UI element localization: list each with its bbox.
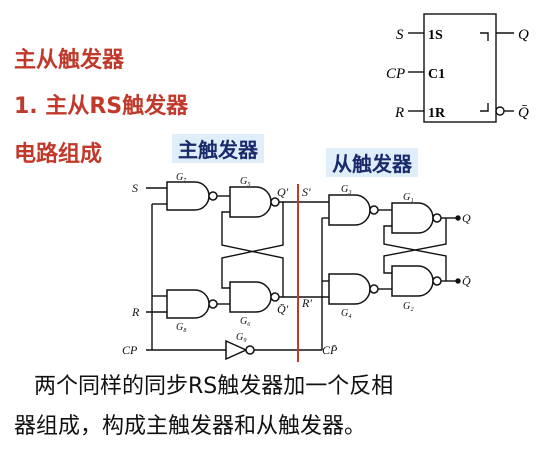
symbol-body bbox=[423, 13, 497, 123]
r-prime-label: R′ bbox=[301, 296, 312, 310]
output-qbar-label: Q̄ bbox=[462, 274, 471, 288]
gate-g8-label: G₈ bbox=[176, 322, 187, 333]
description-line-1: 两个同样的同步RS触发器加一个反相 bbox=[34, 374, 394, 399]
gate-g4-label: G₄ bbox=[341, 308, 352, 319]
gate-g5 bbox=[229, 186, 272, 218]
q-prime-label: Q′ bbox=[277, 185, 289, 199]
page-title: 主从触发器 bbox=[14, 48, 125, 73]
symbol-pin-s: S bbox=[396, 27, 404, 43]
gate-g4 bbox=[328, 273, 371, 305]
gate-g2-label: G₂ bbox=[403, 301, 414, 312]
input-r-label: R bbox=[131, 305, 140, 319]
symbol-inner-1s: 1S bbox=[428, 28, 443, 43]
cpbar-label: CP̄ bbox=[322, 343, 338, 357]
symbol-pin-r: R bbox=[394, 105, 404, 121]
gate-g3 bbox=[328, 194, 371, 226]
symbol-out-qbar: Q̄ bbox=[518, 105, 529, 121]
slave-label: 从触发器 bbox=[326, 148, 418, 177]
input-cp-label: CP bbox=[122, 343, 138, 357]
subtitle: 1. 主从RS触发器 bbox=[14, 94, 189, 119]
qbar-prime-label: Q̄′ bbox=[277, 302, 289, 316]
output-q-label: Q bbox=[462, 211, 471, 225]
gate-g8 bbox=[166, 289, 210, 319]
master-label: 主触发器 bbox=[172, 134, 264, 163]
symbol-inner-c1: C1 bbox=[428, 67, 445, 82]
symbol-out-q: Q bbox=[518, 27, 529, 43]
gate-g1-label: G₁ bbox=[403, 192, 414, 203]
section-heading: 电路组成 bbox=[14, 142, 103, 167]
input-s-label: S bbox=[132, 181, 138, 195]
gate-g7 bbox=[166, 181, 210, 211]
s-prime-label: S′ bbox=[302, 185, 311, 199]
gate-g1 bbox=[391, 202, 434, 234]
logic-symbol bbox=[408, 13, 514, 123]
gate-g6 bbox=[229, 281, 272, 313]
gate-g3-label: G₃ bbox=[341, 184, 352, 195]
gate-g5-label: G₅ bbox=[240, 176, 251, 187]
gate-g2 bbox=[391, 265, 434, 297]
gate-g9 bbox=[225, 339, 248, 361]
description-line-2: 器组成，构成主触发器和从触发器。 bbox=[14, 414, 367, 439]
symbol-pin-cp: CP bbox=[386, 66, 405, 82]
symbol-inner-1r: 1R bbox=[428, 106, 446, 121]
gate-g6-label: G₆ bbox=[240, 316, 251, 327]
gate-g9-label: G₉ bbox=[236, 332, 247, 343]
gate-g7-label: G₇ bbox=[176, 172, 187, 183]
